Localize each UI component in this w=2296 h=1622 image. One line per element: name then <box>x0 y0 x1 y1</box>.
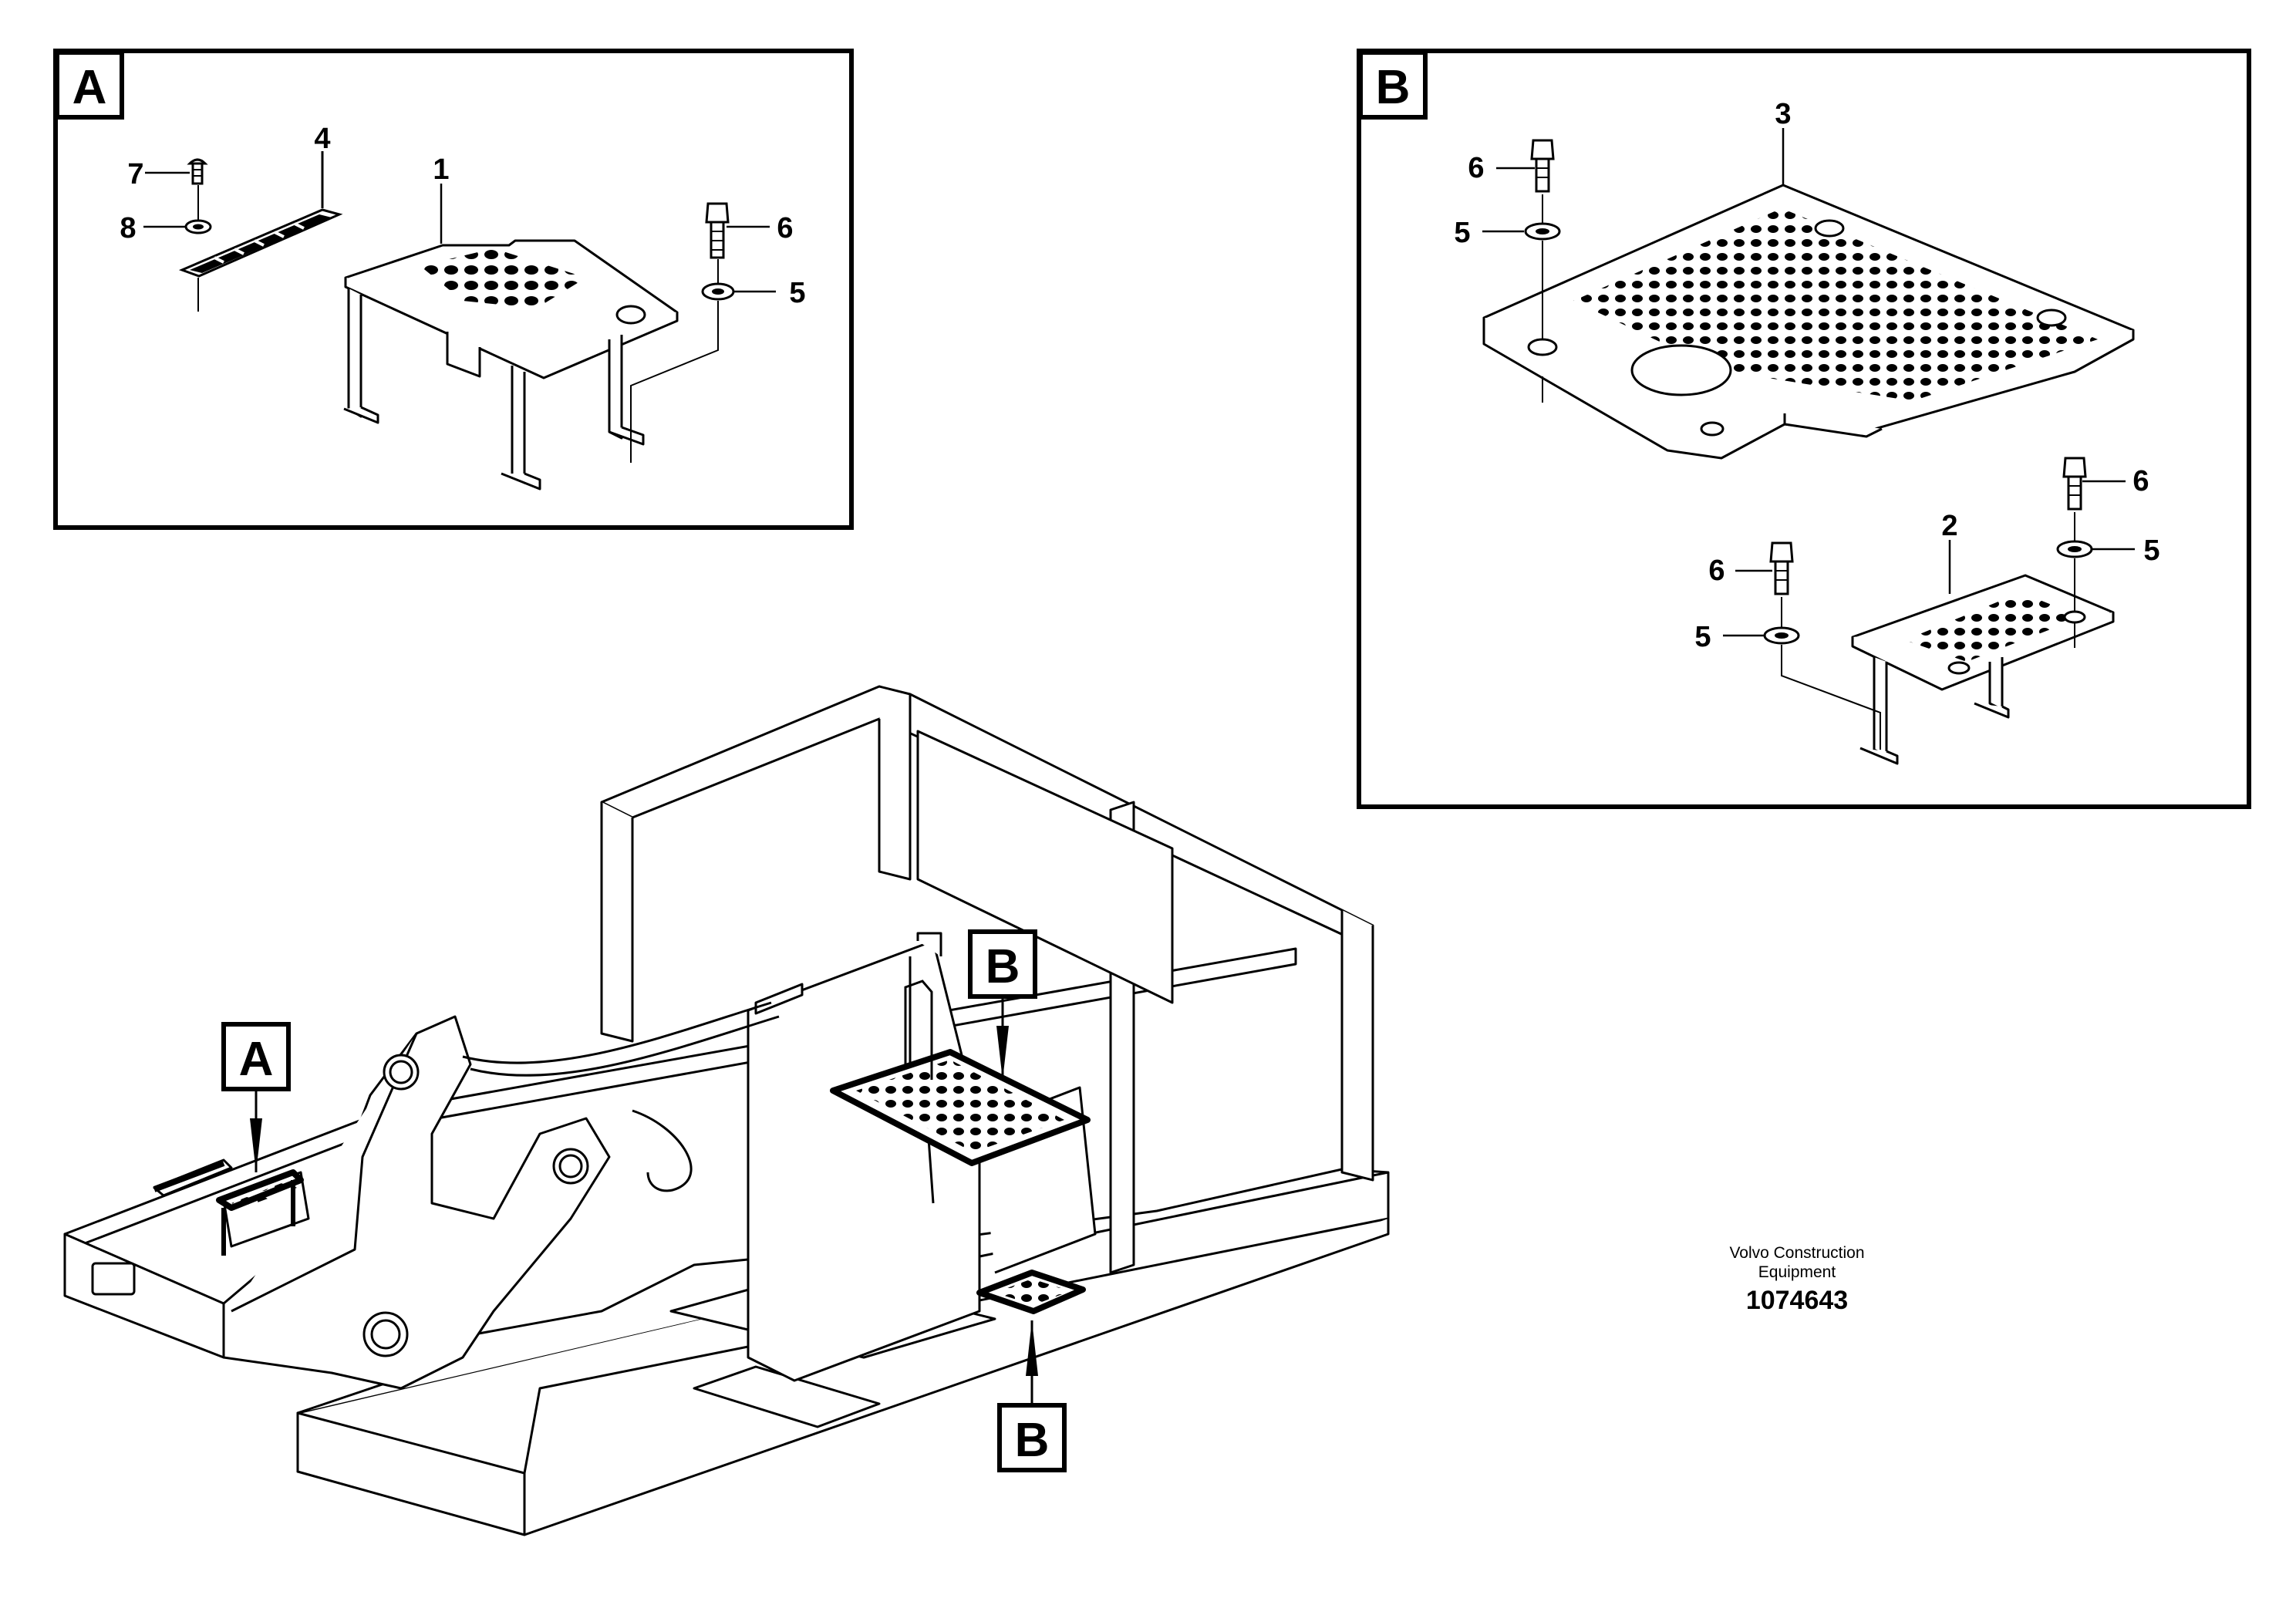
main-label-b-top-box <box>968 929 1037 1080</box>
drawing-footer: Volvo Construction Equipment 1074643 <box>1650 1243 1944 1317</box>
callout-6-b1: 6 <box>1468 152 1484 184</box>
part-3-hole-bottom <box>1700 421 1725 437</box>
callout-5-b2: 5 <box>2143 534 2159 567</box>
callout-1: 1 <box>433 153 449 186</box>
callout-2: 2 <box>1941 510 1957 542</box>
main-label-b-bottom: B <box>1015 1414 1050 1467</box>
detail-a-leaders <box>143 171 776 293</box>
part-6-bolt-a <box>705 202 730 259</box>
part-2-hole-left <box>1947 661 1971 675</box>
detail-a-panel <box>53 49 854 530</box>
callout-3: 3 <box>1775 98 1791 130</box>
detail-b-panel <box>1357 49 2251 809</box>
main-label-a-box <box>221 1022 291 1172</box>
part-3-center-opening <box>1630 344 1732 396</box>
callout-4: 4 <box>314 123 330 155</box>
detail-a-label: A <box>72 61 107 114</box>
part-6-bolt-b1 <box>1530 139 1555 193</box>
part-5-washer-b3 <box>1763 597 1881 750</box>
main-label-b-bottom-box <box>997 1320 1067 1472</box>
part-6-bolt-b3 <box>1769 541 1794 595</box>
part-1-perforation <box>420 248 586 309</box>
part-6-bolt-b2 <box>2062 457 2087 511</box>
company-name-line-2: Equipment <box>1758 1263 1836 1281</box>
callout-6-a: 6 <box>777 212 793 244</box>
callout-5-b1: 5 <box>1454 217 1470 249</box>
main-label-a: A <box>239 1033 274 1086</box>
callout-6-b2: 6 <box>2132 465 2149 497</box>
callout-8: 8 <box>120 212 136 244</box>
part-5-washer-b1 <box>1524 194 1561 403</box>
detail-b-leaders <box>1482 128 2135 637</box>
part-1-large-hole <box>615 305 646 325</box>
company-name-line-1: Volvo Construction <box>1729 1244 1865 1262</box>
part-3-hole-right <box>2036 309 2067 327</box>
drawing-number: 1074643 <box>1745 1286 1849 1315</box>
part-2-hole-right <box>2063 610 2086 624</box>
part-2-perforation <box>1905 592 2082 662</box>
upper-frame-assembly <box>63 685 1390 1536</box>
highlighted-step-b-bottom <box>976 1270 1086 1314</box>
callout-5-b3: 5 <box>1694 621 1711 653</box>
part-4-plate <box>178 151 343 278</box>
part-8-washer <box>184 185 212 312</box>
part-7-screw <box>187 158 208 185</box>
part-5-washer-a <box>630 259 735 463</box>
detail-b-label: B <box>1376 61 1411 114</box>
callout-6-b3: 6 <box>1708 555 1725 587</box>
main-label-b-top: B <box>986 940 1020 993</box>
callout-5-a: 5 <box>789 277 805 309</box>
callout-7: 7 <box>127 158 143 191</box>
highlighted-step-a <box>153 1160 304 1256</box>
highlighted-step-b-top <box>830 980 1091 1166</box>
part-3-hole-top <box>1814 219 1845 238</box>
part-3-hole-left <box>1527 338 1558 356</box>
